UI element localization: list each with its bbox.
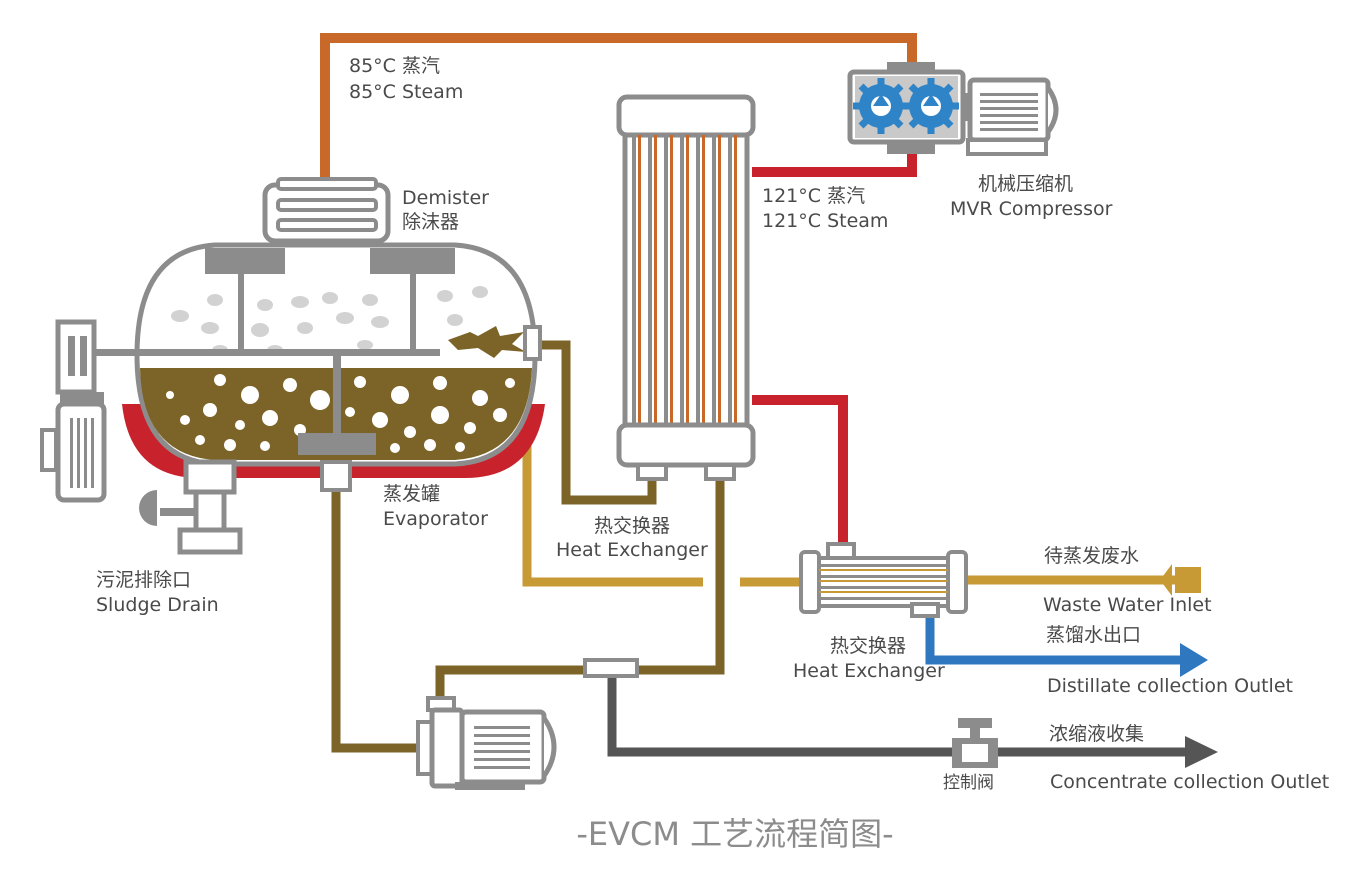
label-evaporator-en: Evaporator — [383, 508, 488, 530]
label-hx1-cn: 热交换器 — [594, 515, 670, 537]
label-hx2-en: Heat Exchanger — [793, 660, 945, 682]
label-hx1-en: Heat Exchanger — [556, 539, 708, 561]
label-demister-cn: 除沫器 — [402, 211, 459, 233]
gear-icon — [903, 78, 959, 134]
label-sludge-en: Sludge Drain — [96, 594, 219, 616]
label-hx2-cn: 热交换器 — [830, 635, 906, 657]
label-concentrate-en: Concentrate collection Outlet — [1050, 771, 1329, 793]
sludge-drain-valve — [139, 459, 243, 555]
pump-discharge-pipe — [435, 478, 725, 700]
label-steam-121-cn: 121°C 蒸汽 — [762, 185, 865, 207]
label-valve-cn: 控制阀 — [943, 773, 994, 793]
evaporator-outlet-pipe — [331, 488, 422, 753]
evaporator — [60, 242, 545, 492]
valve-icon — [952, 718, 998, 768]
arrow-right-icon — [1185, 736, 1218, 768]
mvr-compressor — [847, 62, 1059, 156]
steam-85-pipe — [320, 33, 917, 190]
pipe-tee — [583, 658, 639, 678]
gear-icon — [853, 78, 909, 134]
liquor-return-pipe — [540, 340, 657, 505]
demister — [262, 177, 391, 244]
diagram-title: -EVCM 工艺流程简图- — [576, 815, 893, 853]
label-distillate-cn: 蒸馏水出口 — [1046, 624, 1141, 646]
label-steam-85-en: 85°C Steam — [349, 81, 463, 103]
label-concentrate-cn: 浓缩液收集 — [1049, 723, 1144, 745]
label-distillate-en: Distillate collection Outlet — [1047, 675, 1293, 697]
label-waste-en: Waste Water Inlet — [1043, 594, 1212, 616]
waste-preheat-pipe — [522, 430, 703, 587]
label-evaporator-cn: 蒸发罐 — [383, 483, 440, 505]
steam-121-pipe — [752, 148, 917, 177]
label-steam-121-en: 121°C Steam — [762, 210, 888, 232]
label-waste-cn: 待蒸发废水 — [1044, 545, 1139, 567]
distillate-pipe — [925, 612, 1185, 665]
label-demister-en: Demister — [402, 187, 489, 209]
label-compressor-cn: 机械压缩机 — [978, 173, 1073, 195]
label-steam-85-cn: 85°C 蒸汽 — [349, 55, 440, 77]
label-compressor-en: MVR Compressor — [950, 198, 1113, 220]
label-sludge-cn: 污泥排除口 — [96, 569, 191, 591]
arrow-left-icon — [1160, 564, 1172, 596]
condensate-pipe — [752, 395, 848, 548]
agitator-motor — [40, 319, 107, 503]
preheat-heat-exchanger — [799, 542, 968, 618]
arrow-right-icon — [1180, 643, 1208, 677]
main-heat-exchanger — [616, 94, 756, 481]
pump-icon — [416, 696, 557, 790]
